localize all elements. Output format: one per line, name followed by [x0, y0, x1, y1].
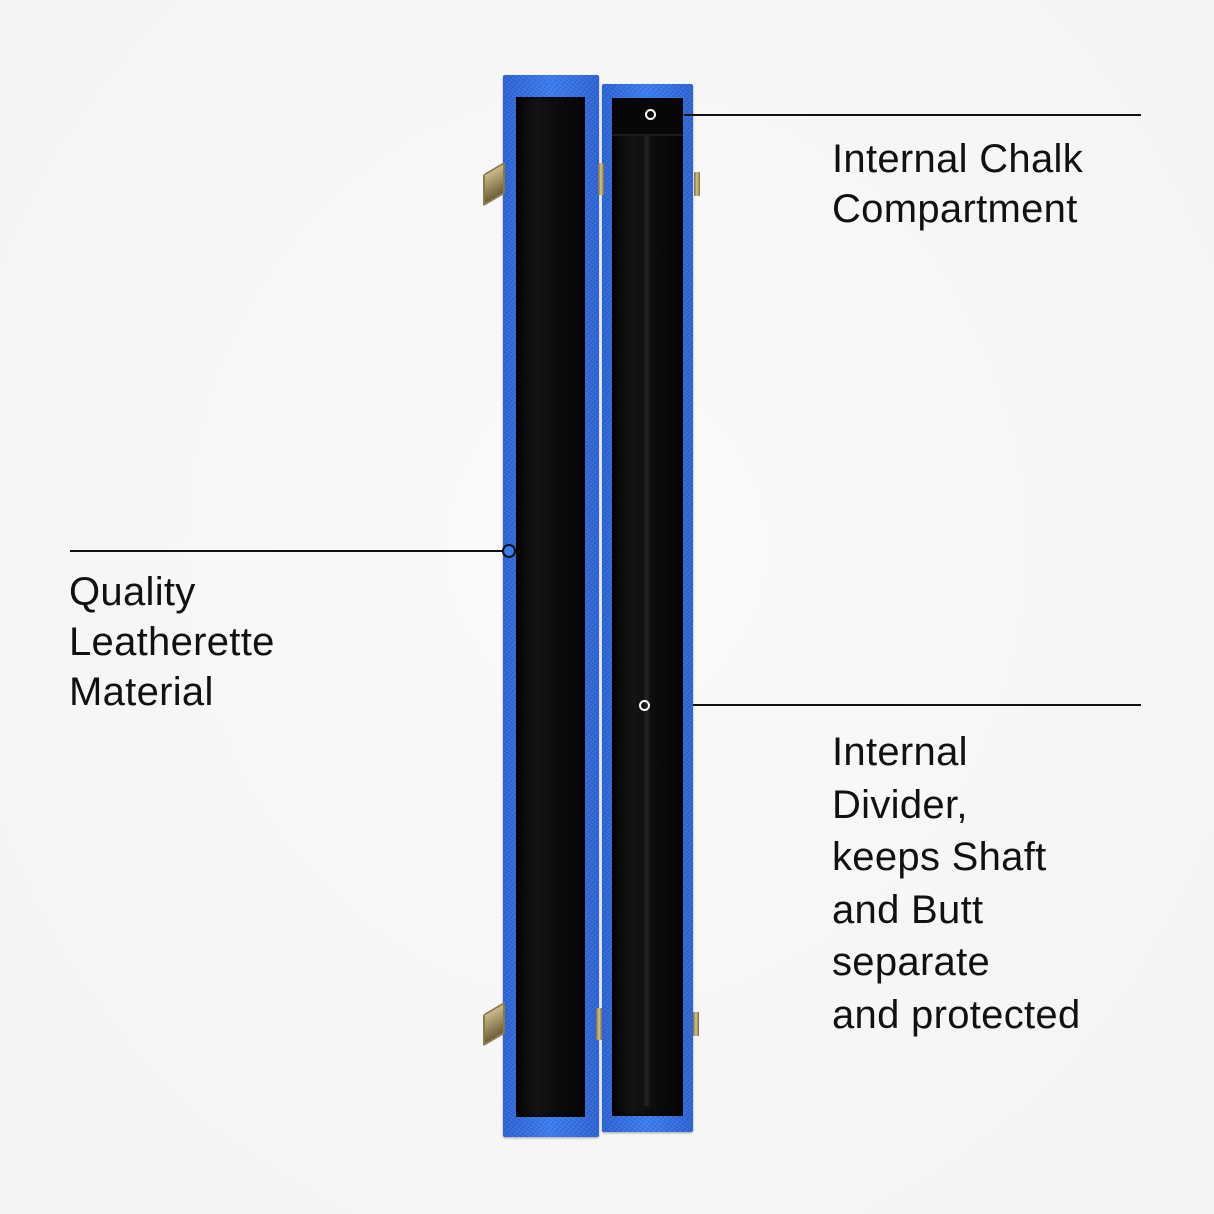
- case-interior-lining: [516, 97, 585, 1117]
- latch-icon: [483, 1001, 505, 1047]
- case-interior-lining: [612, 98, 683, 1116]
- divider-marker-icon: [639, 700, 650, 711]
- chalk-marker-icon: [645, 109, 656, 120]
- cue-case-right-half: [602, 84, 693, 1132]
- latch-icon: [483, 161, 505, 207]
- divider-leader-line: [693, 704, 1141, 706]
- internal-divider: [642, 136, 651, 1106]
- clasp-icon: [693, 1012, 699, 1036]
- leatherette-leader-line: [70, 550, 503, 552]
- cue-case-left-half: [503, 75, 599, 1137]
- clasp-icon: [694, 172, 700, 196]
- divider-label: Internal Divider, keeps Shaft and Butt s…: [832, 730, 1081, 1037]
- leatherette-label: Quality Leatherette Material: [69, 570, 275, 714]
- chalk-compartment-label: Internal Chalk Compartment: [832, 137, 1083, 231]
- hinge-icon: [598, 163, 604, 195]
- hinge-icon: [596, 1008, 602, 1040]
- chalk-leader-line: [684, 114, 1141, 116]
- leatherette-marker-icon: [502, 544, 516, 558]
